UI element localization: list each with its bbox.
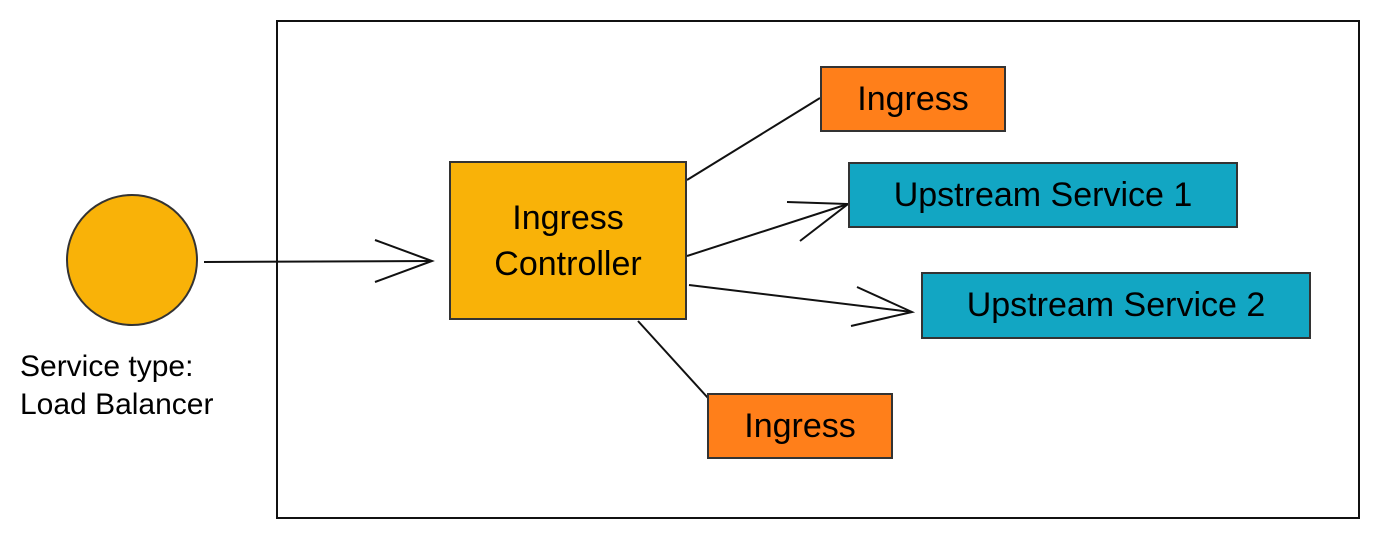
- controller-to-upstream-1-line: [686, 203, 849, 257]
- upstream-service-1-label: Upstream Service 1: [893, 175, 1193, 214]
- load-balancer-label: Service type: Load Balancer: [20, 348, 270, 424]
- lb-to-controller-arrowhead: [374, 239, 435, 283]
- controller-to-ingress-top-line: [686, 97, 821, 181]
- ingress-controller-box: Ingress Controller: [449, 161, 687, 320]
- lb-to-controller-line: [203, 260, 433, 263]
- ingress-top-box: Ingress: [820, 66, 1006, 132]
- load-balancer-label-line1: Service type:: [20, 350, 194, 383]
- load-balancer-label-line2: Load Balancer: [20, 388, 214, 421]
- controller-label-line2: Controller: [494, 244, 642, 283]
- controller-to-upstream-2-line: [688, 284, 913, 313]
- cluster-boundary: [276, 20, 1360, 519]
- ingress-top-label: Ingress: [857, 79, 969, 118]
- ingress-bottom-label: Ingress: [744, 406, 856, 445]
- controller-label-line1: Ingress: [512, 198, 624, 237]
- upstream-service-2-label: Upstream Service 2: [966, 286, 1266, 324]
- upstream-service-2-box: Upstream Service 2: [921, 272, 1311, 339]
- load-balancer-node: [66, 194, 198, 326]
- controller-to-upstream-2-arrowhead: [850, 286, 916, 327]
- upstream-service-1-box: Upstream Service 1: [848, 162, 1238, 228]
- controller-to-ingress-bottom-line: [637, 320, 709, 399]
- ingress-bottom-box: Ingress: [707, 393, 893, 459]
